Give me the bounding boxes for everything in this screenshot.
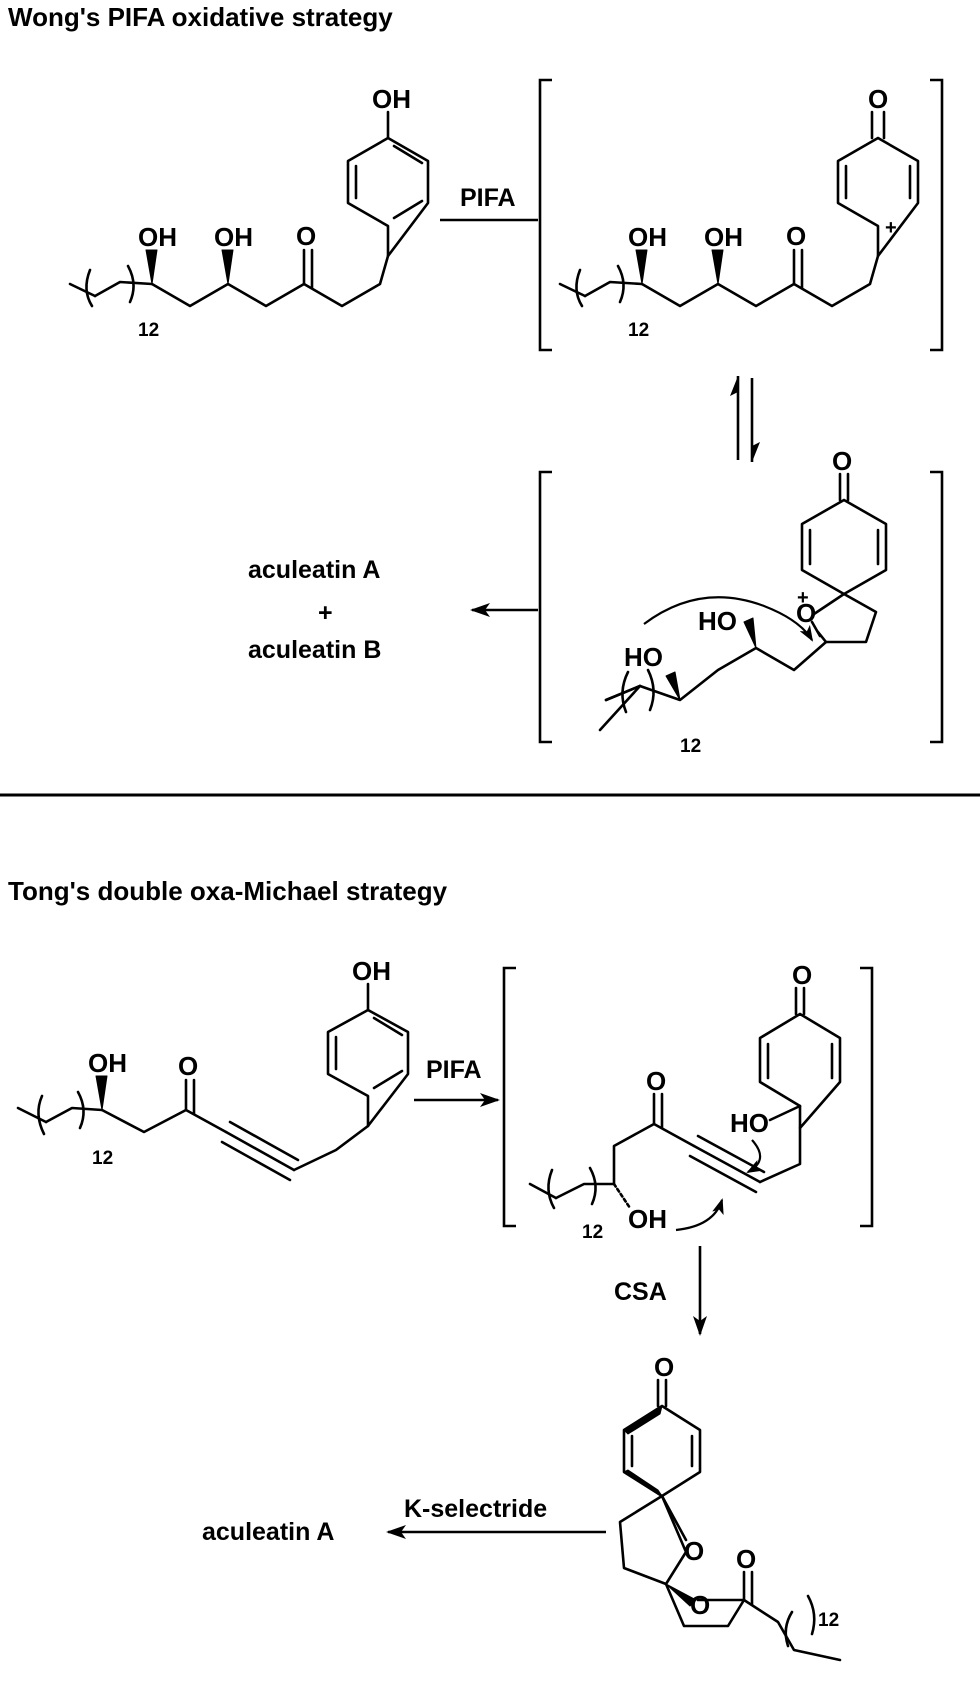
int2-plus-charge: +: [797, 587, 809, 609]
wong-sm-oh-1: OH: [138, 222, 177, 252]
int2-ho-2: HO: [624, 642, 663, 672]
tong-quinol-intermediate: [528, 986, 842, 1210]
wong-sm-subscript-12: 12: [138, 320, 159, 341]
product-plus: +: [318, 599, 333, 627]
heading-tong-strategy: Tong's double oxa-Michael strategy: [8, 876, 448, 906]
int1-subscript-12: 12: [628, 320, 649, 341]
equilibrium-arrows: [730, 376, 760, 462]
int2-ho-1: HO: [698, 606, 737, 636]
tong-dispiroketal-product: [618, 1378, 842, 1662]
bracket-right-3: [860, 966, 874, 1228]
wong-oxocarbenium-spiro-intermediate: [598, 472, 888, 732]
int2-subscript-12: 12: [680, 736, 701, 757]
int1-plus-charge: +: [885, 217, 897, 239]
int3-quinone-o: O: [792, 960, 812, 990]
int1-quinone-o: O: [868, 84, 888, 114]
int2-curly-arrow: [643, 596, 814, 642]
tong-sm-ketone-o: O: [178, 1051, 198, 1081]
heading-wong-strategy: Wong's PIFA oxidative strategy: [8, 2, 393, 32]
int3-ho: HO: [730, 1108, 769, 1138]
wong-dienone-cation-intermediate: [558, 110, 920, 308]
int3-curly-arrow-1: [746, 1139, 764, 1173]
product-subscript-12: 12: [818, 1610, 839, 1631]
int1-oh-1: OH: [628, 222, 667, 252]
product-aculeatin-b: aculeatin B: [248, 636, 381, 664]
int3-ketone-o: O: [646, 1066, 666, 1096]
product-thf-o: O: [684, 1536, 704, 1566]
wong-sm-phenol-oh: OH: [372, 84, 411, 114]
tong-product-aculeatin-a: aculeatin A: [202, 1518, 334, 1546]
int2-oxonium-o: O: [796, 598, 816, 628]
bracket-right-1: [930, 78, 944, 352]
bracket-right-2: [930, 470, 944, 744]
int3-oh: OH: [628, 1204, 667, 1234]
wong-sm-oh-2: OH: [214, 222, 253, 252]
product-ketone-o: O: [736, 1544, 756, 1574]
product-pyran-o: O: [690, 1590, 710, 1620]
wong-sm-ketone-o: O: [296, 221, 316, 251]
tong-sm-oh: OH: [88, 1048, 127, 1078]
tong-sm-subscript-12: 12: [92, 1148, 113, 1169]
tong-reagent-pifa: PIFA: [426, 1056, 482, 1084]
tong-starting-material: [16, 982, 410, 1182]
wong-starting-material: [68, 110, 430, 308]
product-aculeatin-a: aculeatin A: [248, 556, 380, 584]
int3-subscript-12: 12: [582, 1222, 603, 1243]
tong-sm-phenol-oh: OH: [352, 956, 391, 986]
product-quinone-o: O: [654, 1352, 674, 1382]
bracket-left-2: [538, 470, 552, 744]
int3-curly-arrow-2: [675, 1198, 724, 1232]
bracket-left-3: [502, 966, 516, 1228]
wong-reagent-pifa: PIFA: [460, 184, 516, 212]
int1-ketone-o: O: [786, 221, 806, 251]
bracket-left-1: [538, 78, 552, 352]
tong-reagent-csa: CSA: [614, 1278, 667, 1306]
int2-quinone-o: O: [832, 446, 852, 476]
int1-oh-2: OH: [704, 222, 743, 252]
tong-reagent-kselectride: K-selectride: [404, 1495, 547, 1523]
